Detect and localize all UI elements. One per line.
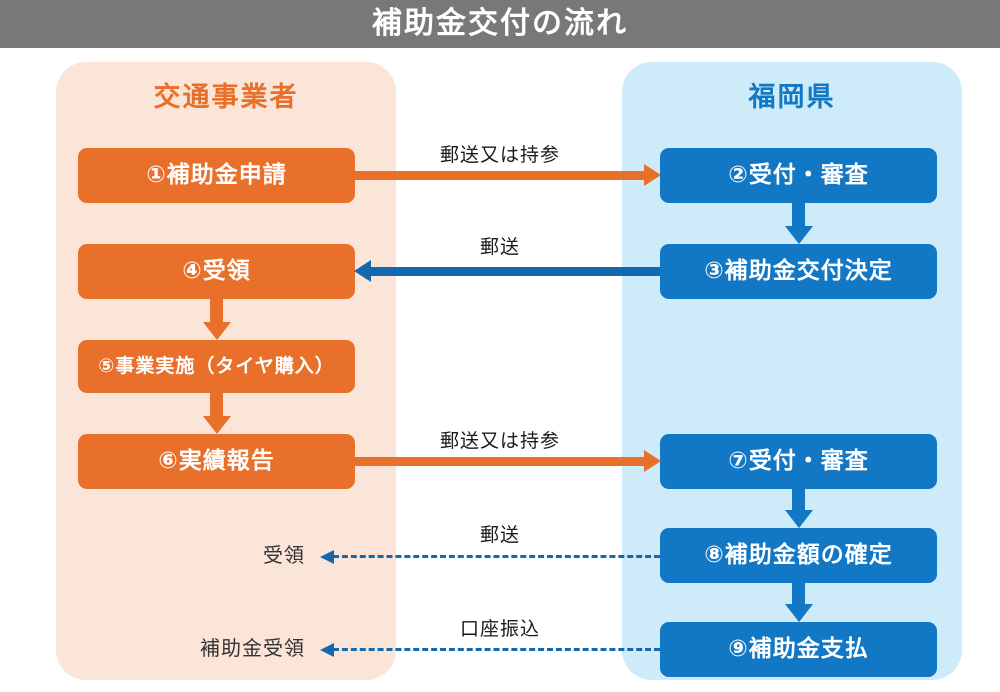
node-3-grant-decision[interactable]: ③補助金交付決定 xyxy=(660,244,937,299)
edge-label-mail-2: 郵送 xyxy=(479,524,520,546)
title-bar: 補助金交付の流れ xyxy=(0,0,1000,48)
arrow-head-left-icon xyxy=(354,260,371,282)
arrow-head-down-icon xyxy=(202,322,231,340)
arrow-head-down-icon xyxy=(202,416,231,434)
edge-label-mail-1: 郵送 xyxy=(479,236,520,258)
node-7-reception-review[interactable]: ⑦受付・審査 xyxy=(660,434,937,489)
edge-label-mail-or-bring-2: 郵送又は持参 xyxy=(439,430,560,452)
arrow-head-down-icon xyxy=(784,604,813,622)
arrow-dash-shaft xyxy=(333,555,660,558)
arrow-head-down-icon xyxy=(784,510,813,528)
arrow-8-to-receipt xyxy=(320,549,660,564)
arrow-head-left-icon xyxy=(320,642,334,657)
edge-label-mail-or-bring-1: 郵送又は持参 xyxy=(439,144,560,166)
node-11-subsidy-receipt-text: 補助金受領 xyxy=(200,636,305,660)
arrow-shaft xyxy=(370,267,660,276)
arrow-shaft xyxy=(792,203,805,226)
arrow-shaft xyxy=(792,489,805,510)
arrow-3-to-4 xyxy=(354,260,660,282)
page-title: 補助金交付の流れ xyxy=(372,6,628,41)
arrow-6-to-7 xyxy=(355,450,661,472)
node-4-receipt[interactable]: ④受領 xyxy=(78,244,355,299)
node-9-subsidy-payment[interactable]: ⑨補助金支払 xyxy=(660,622,937,677)
node-6-performance-report[interactable]: ⑥実績報告 xyxy=(78,434,355,489)
node-5-project-execution[interactable]: ⑤事業実施（タイヤ購入） xyxy=(78,340,355,393)
arrow-dash-shaft xyxy=(333,648,660,651)
lane-title-prefecture: 福岡県 xyxy=(748,82,836,113)
arrow-shaft xyxy=(210,393,223,416)
edge-label-bank-transfer: 口座振込 xyxy=(459,618,540,640)
arrow-shaft xyxy=(355,171,645,180)
node-8-amount-confirmation[interactable]: ⑧補助金額の確定 xyxy=(660,528,937,583)
node-2-reception-review[interactable]: ②受付・審査 xyxy=(660,148,937,203)
arrow-head-right-icon xyxy=(644,164,661,186)
arrow-1-to-2 xyxy=(355,164,661,186)
node-1-subsidy-application[interactable]: ①補助金申請 xyxy=(78,148,355,203)
arrow-head-left-icon xyxy=(320,549,334,564)
arrow-shaft xyxy=(355,457,645,466)
arrow-head-down-icon xyxy=(784,226,813,244)
arrow-shaft xyxy=(210,299,223,322)
arrow-head-right-icon xyxy=(644,450,661,472)
node-10-receipt-text: 受領 xyxy=(263,543,305,567)
arrow-shaft xyxy=(792,583,805,604)
arrow-9-to-subsidy-receipt xyxy=(320,642,660,657)
lane-title-operator: 交通事業者 xyxy=(153,82,299,113)
